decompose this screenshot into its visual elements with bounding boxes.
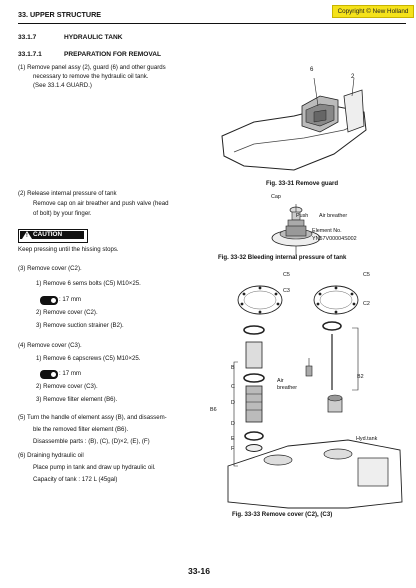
fig33-c5-right: C5: [363, 272, 370, 278]
header-rule: [18, 23, 406, 24]
step2-line1: (2) Release internal pressure of tank: [18, 190, 117, 197]
step2-line2: Remove cap on air breather and push valv…: [33, 200, 169, 207]
fig33-e-label: E: [231, 436, 235, 442]
fig32-push-label: Push: [296, 213, 309, 219]
step4-line1: (4) Remove cover (C3).: [18, 342, 82, 349]
fig32-air-breather-label: Air breather: [319, 213, 348, 219]
step5-line3: Disassemble parts : (B), (C), (D)×2, (E)…: [33, 438, 150, 445]
air-breather-illustration: [271, 204, 321, 256]
fig33-air-label: Air: [277, 378, 284, 384]
fig33-breather-label: breather: [277, 385, 298, 391]
caution-text: Keep pressing until the hissing stops.: [18, 246, 119, 253]
fig33-f-label: F: [231, 446, 235, 452]
fig33-b6-label: B6: [210, 407, 217, 413]
fig33-b-label: B: [231, 365, 235, 371]
step1-line1: (1) Remove panel assy (2), guard (6) and…: [18, 64, 166, 71]
step4-sub1: 1) Remove 6 capscrews (C5) M10×25.: [36, 355, 141, 362]
section-header: 33. UPPER STRUCTURE: [18, 10, 102, 19]
step2-line3: of bolt) by your finger.: [33, 210, 92, 217]
fig32-element-no-label: Element No.: [312, 228, 342, 234]
step5-line2: ble the removed filter element (B6).: [33, 426, 129, 433]
remove-guard-illustration: [221, 77, 367, 171]
step3-tool-size: : 17 mm: [59, 296, 82, 303]
section-title: HYDRAULIC TANK: [64, 34, 123, 41]
subsection-title: PREPARATION FOR REMOVAL: [64, 51, 162, 58]
caution-frame: [18, 229, 88, 243]
subsection-number: 33.1.7.1: [18, 51, 42, 58]
step3-sub2: 2) Remove cover (C2).: [36, 309, 98, 316]
step3-line1: (3) Remove cover (C2).: [18, 265, 82, 272]
step6-line1: (6) Draining hydraulic oil: [18, 452, 84, 459]
fig31-label-6: 6: [310, 66, 314, 73]
fig33-hyd-tank-label: Hyd.tank: [356, 436, 378, 442]
step4-sub2: 2) Remove cover (C3).: [36, 383, 98, 390]
fig33-c3-label: C3: [283, 288, 290, 294]
fig32-cap-label: Cap: [271, 194, 281, 200]
fig31-label-2: 2: [351, 73, 355, 80]
step1-line3: (See 33.1.4 GUARD.): [33, 82, 92, 89]
wrench-icon: [40, 296, 58, 305]
warning-triangle-icon: [22, 231, 32, 239]
fig32-element-code: YN57V00004S002: [312, 236, 357, 242]
step1-line2: necessary to remove the hydraulic oil ta…: [33, 73, 149, 80]
caution-label-bg: [20, 231, 84, 239]
caution-label: CAUTION: [33, 231, 63, 238]
fig33-b2-label: B2: [357, 374, 364, 380]
fig33-d2-label: D: [231, 421, 235, 427]
fig33-c-label: C: [231, 384, 235, 390]
step3-sub1: 1) Remove 6 sems bolts (C5) M10×25.: [36, 280, 141, 287]
wrench-icon: [40, 370, 58, 379]
remove-covers-illustration: [227, 285, 403, 509]
fig32-caption: Fig. 33-32 Bleeding internal pressure of…: [218, 254, 347, 261]
fig31-caption: Fig. 33-31 Remove guard: [266, 180, 339, 187]
step6-line2: Place pump in tank and draw up hydraulic…: [33, 464, 156, 471]
page-number: 33-16: [188, 566, 210, 576]
copyright-badge: Copyright © New Holland: [332, 5, 414, 18]
step4-sub3: 3) Remove filter element (B6).: [36, 396, 118, 403]
warning-exclamation: !: [26, 233, 28, 239]
fig33-c5-left: C5: [283, 272, 290, 278]
fig33-c2-label: C2: [363, 301, 370, 307]
fig33-caption: Fig. 33-33 Remove cover (C2), (C3): [232, 511, 333, 518]
step6-line3: Capacity of tank : 172 L (45gal): [33, 476, 118, 483]
section-number: 33.1.7: [18, 34, 37, 41]
fig33-d1-label: D: [231, 400, 235, 406]
step3-sub3: 3) Remove suction strainer (B2).: [36, 322, 124, 329]
step5-line1: (5) Turn the handle of element assy (B),…: [18, 414, 167, 421]
step4-tool-size: : 17 mm: [59, 370, 82, 377]
